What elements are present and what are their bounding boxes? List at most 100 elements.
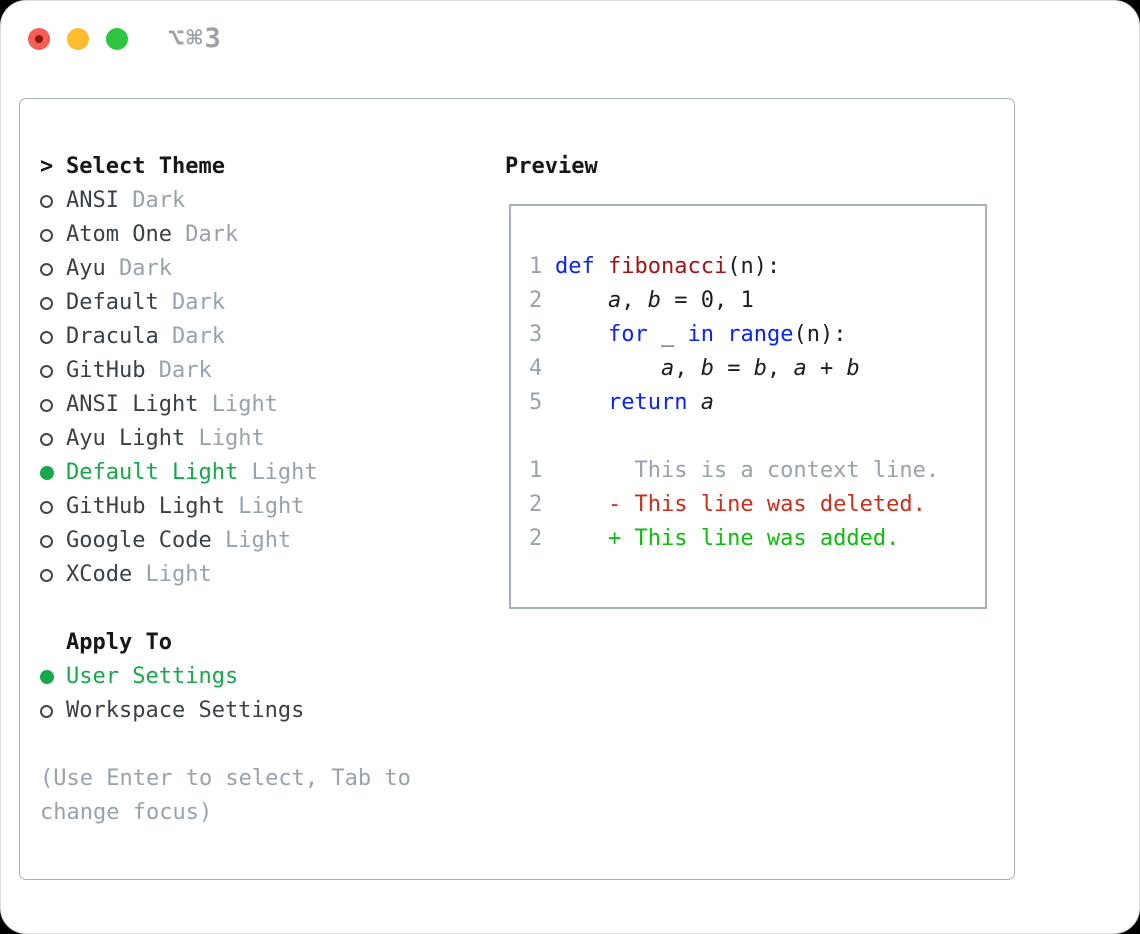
token-keyword: def [555, 254, 595, 279]
option-label: XCode Light [66, 558, 212, 592]
option-label: Default Light Light [66, 456, 318, 490]
spacer [40, 728, 411, 762]
radio-cell [40, 568, 66, 582]
apply-to-header: Apply To [40, 626, 411, 660]
option-label: Ayu Dark [66, 252, 172, 286]
token-plain [555, 322, 608, 347]
window-title: ⌥⌘3 [168, 23, 223, 54]
theme-name: Ayu [66, 256, 106, 281]
apply-to-option[interactable]: Workspace Settings [40, 694, 411, 728]
token-plain: (n): [793, 322, 847, 347]
theme-option[interactable]: Default Light Light [40, 456, 411, 490]
theme-option[interactable]: ANSI Dark [40, 184, 411, 218]
diff-line-context: 1 This is a context line. [529, 454, 939, 488]
token-variable: a [607, 288, 622, 313]
line-content: for _ in range(n): [555, 318, 846, 352]
line-number: 2 [529, 526, 543, 551]
close-dot-icon [35, 35, 43, 43]
theme-list-header: > Select Theme [40, 150, 411, 184]
token-plain: _ [647, 322, 688, 347]
zoom-button[interactable] [106, 28, 128, 50]
token-plain [555, 390, 608, 415]
radio-cell [40, 466, 66, 480]
line-content: a, b = 0, 1 [555, 284, 754, 318]
theme-variant-badge: Light [211, 392, 278, 417]
theme-option[interactable]: XCode Light [40, 558, 411, 592]
option-label: GitHub Light Light [66, 490, 304, 524]
token-variable: b [846, 356, 860, 381]
theme-name: ANSI [66, 188, 119, 213]
theme-name: XCode [66, 562, 133, 587]
theme-variant-badge: Dark [171, 324, 225, 349]
token-plain [687, 390, 700, 415]
theme-name: Default [66, 290, 159, 315]
theme-name: Dracula [66, 324, 159, 349]
diff-line-added: 2 + This line was added. [529, 522, 939, 556]
radio-unselected-icon [40, 296, 53, 310]
window-titlebar: ⌥⌘3 [1, 1, 1139, 79]
option-label: Atom One Dark [66, 218, 238, 252]
theme-option[interactable]: Atom One Dark [40, 218, 411, 252]
option-label: Google Code Light [66, 524, 291, 558]
radio-cell [40, 432, 66, 446]
preview-title: Preview [505, 154, 598, 179]
radio-selected-icon [40, 670, 54, 684]
close-button[interactable] [28, 28, 50, 50]
apply-to-option-label: Workspace Settings [66, 698, 305, 723]
token-plain [714, 322, 727, 347]
radio-cell [40, 194, 66, 208]
theme-option[interactable]: Dracula Dark [40, 320, 411, 354]
apply-to-option[interactable]: User Settings [40, 660, 411, 694]
radio-cell [40, 262, 66, 276]
code-line: 3 for _ in range(n): [529, 318, 939, 352]
theme-option[interactable]: Ayu Light Light [40, 422, 411, 456]
minimize-button[interactable] [67, 28, 89, 50]
radio-unselected-icon [40, 262, 53, 276]
token-variable: b [647, 288, 661, 313]
line-content: - This line was deleted. [555, 492, 926, 517]
radio-unselected-icon [40, 568, 53, 582]
line-content: + This line was added. [555, 526, 900, 551]
theme-name: GitHub Light [66, 494, 225, 519]
radio-unselected-icon [40, 194, 53, 208]
radio-unselected-icon [40, 330, 53, 344]
token-plain: (n): [727, 254, 781, 279]
theme-name: Atom One [66, 222, 172, 247]
radio-cell [40, 364, 66, 378]
radio-cell [40, 704, 66, 718]
token-keyword: for [607, 322, 648, 347]
radio-unselected-icon [40, 534, 53, 548]
theme-option[interactable]: Default Dark [40, 286, 411, 320]
theme-option[interactable]: GitHub Light Light [40, 490, 411, 524]
radio-unselected-icon [40, 364, 53, 378]
code-line: 2 a, b = 0, 1 [529, 284, 939, 318]
token-variable: b [753, 356, 767, 381]
token-plain: = 0, 1 [660, 288, 754, 313]
theme-option[interactable]: GitHub Dark [40, 354, 411, 388]
theme-list-title: Select Theme [66, 154, 225, 179]
spacer [40, 592, 411, 626]
radio-cell [40, 500, 66, 514]
token-plain [555, 288, 608, 313]
option-label: Workspace Settings [66, 694, 304, 728]
theme-name: GitHub [66, 358, 146, 383]
token-plain: + [806, 356, 847, 381]
help-text-line-2: change focus) [40, 800, 213, 825]
line-content: def fibonacci(n): [555, 250, 780, 284]
blank-line [529, 420, 939, 454]
theme-variant-badge: Dark [158, 358, 212, 383]
theme-option[interactable]: Google Code Light [40, 524, 411, 558]
theme-variant-badge: Light [238, 494, 305, 519]
option-label: Default Dark [66, 286, 225, 320]
theme-option[interactable]: Ayu Dark [40, 252, 411, 286]
cursor-icon: > [40, 154, 54, 179]
token-function: fibonacci [608, 254, 728, 279]
token-plain: , [621, 288, 648, 313]
radio-unselected-icon [40, 228, 53, 242]
theme-option[interactable]: ANSI Light Light [40, 388, 411, 422]
